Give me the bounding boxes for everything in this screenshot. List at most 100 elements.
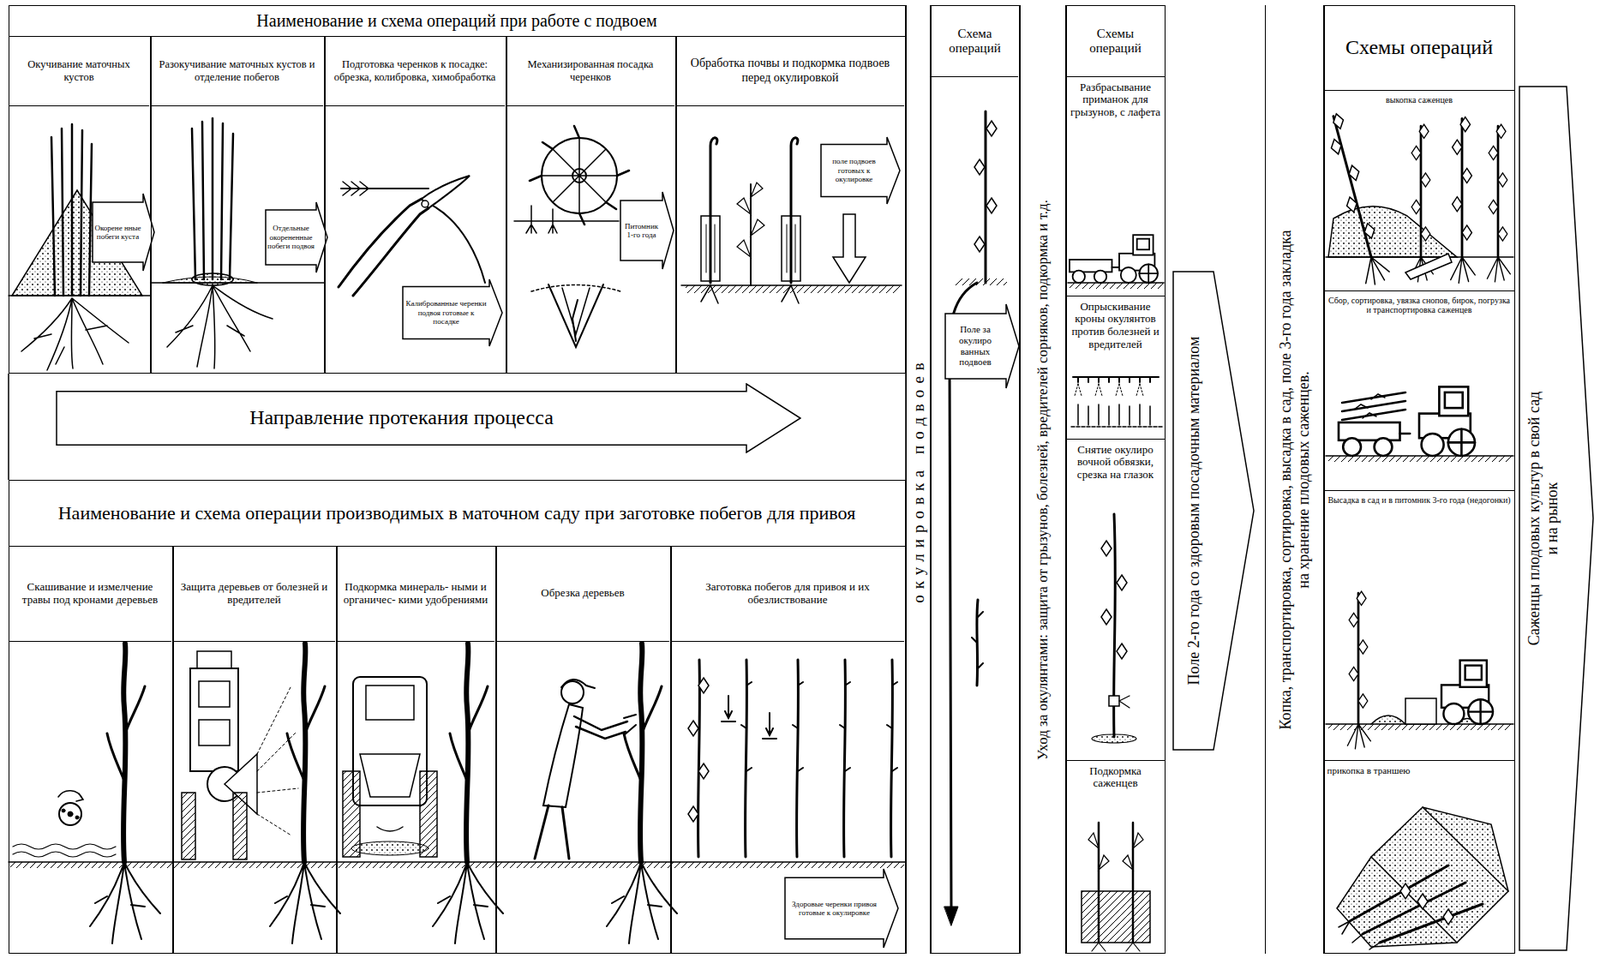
operation-column: Разокучивание маточных кустов и отделени…: [150, 35, 325, 374]
node-text: Копка, транспортировка, сортировка, выса…: [1276, 227, 1313, 733]
header-cell: Механизированная посадка черенков: [507, 36, 675, 107]
text-wrap: Заготовка побегов для привоя и их обезли…: [676, 581, 900, 607]
rootstock-field: [681, 137, 902, 304]
node-text: прикопка в траншею: [1327, 765, 1512, 777]
text-wrap: прикопка в траншею: [1327, 765, 1512, 777]
operation-column: Заготовка побегов для привоя и их обезли…: [671, 545, 906, 954]
text-wrap: Высадка в сад и в питомник 3-го года (не…: [1327, 495, 1512, 506]
node-text: Поле за окулиро ванных подвоев: [946, 323, 1005, 368]
vertical-band: Копка, транспортировка, сортировка, выса…: [1264, 5, 1325, 954]
text-wrap: Защита деревьев от болезней и вредителей: [178, 581, 331, 607]
node-text: Поле 2-го года со здоровым посадочным ма…: [1185, 309, 1204, 713]
operation-column: Подкормка минераль- ными и органичес- ки…: [336, 545, 497, 954]
text-wrap: Наименование и схема операций при работе…: [256, 11, 657, 31]
arrow-outline: [56, 383, 801, 453]
arrow-shape: [1172, 270, 1255, 751]
arrow-label: поле подвоев готовых к окулировке: [820, 136, 901, 205]
arrow-label: Окорене нные побеги куста: [91, 192, 156, 272]
operation-column: Обрезка деревьев: [496, 545, 672, 954]
arrow-outline: [265, 202, 328, 273]
arrow-body: Направление протекания процесса: [58, 391, 745, 445]
header-cell: Окучивание маточных кустов: [9, 36, 150, 107]
orchard-operations: [8, 643, 906, 944]
arrow-outline: [820, 137, 900, 204]
operation-cell: выкопка саженцев: [1324, 89, 1516, 291]
header-cell: Подкормка минераль- ными и органичес- ки…: [337, 546, 495, 642]
node-text: Здоровые черенки привоя готовые к окулир…: [786, 899, 882, 918]
node-text: Отдельные окорененные побеги подвоя: [267, 223, 315, 251]
section-panel: Наименование и схема операции производим…: [8, 479, 906, 954]
arrow-outline: [1173, 271, 1254, 750]
node-text: Опрыскивание кроны окулянтов против боле…: [1069, 300, 1163, 353]
header-cell: Заготовка побегов для привоя и их обезли…: [671, 546, 905, 642]
text-wrap: Здоровые черенки привоя готовые к окулир…: [786, 899, 882, 918]
text-wrap: Подкормка минераль- ными и органичес- ки…: [341, 581, 491, 607]
text-wrap: Отдельные окорененные побеги подвоя: [267, 223, 315, 251]
separated-shoots: [150, 118, 325, 369]
vertical-band: Уход за окулянтами: защита от грызунов, …: [1019, 5, 1067, 954]
text-wrap: Поле 2-го года со здоровым посадочным ма…: [1185, 309, 1204, 713]
text-wrap: Схема операций: [935, 26, 1014, 57]
text-wrap: Питомник 1-го года: [622, 221, 661, 240]
arrow-label: Питомник 1-го года: [619, 191, 675, 270]
frame-lines: [8, 373, 906, 480]
node-text: выкопка саженцев: [1327, 95, 1512, 106]
header-cell: Защита деревьев от болезней и вредителей: [173, 546, 336, 642]
header-cell: Обрезка деревьев: [497, 546, 670, 642]
node-text: Высадка в сад и в питомник 3-го года (не…: [1327, 495, 1512, 506]
arrow-outline: [1519, 86, 1594, 951]
text-wrap: Наименование и схема операции производим…: [58, 502, 857, 524]
arrow-label: Поле за окулиро ванных подвоев: [944, 303, 1020, 390]
node-text: Обрезка деревьев: [540, 587, 624, 600]
arrow-body: Калиброванные черенки подвоя готовые к п…: [404, 287, 488, 340]
arrow-body: поле подвоев готовых к окулировке: [822, 144, 886, 198]
node-text: Снятие окулиро вочной обвязки, срезка на…: [1069, 443, 1163, 483]
node-text: окулировка подвоев: [909, 17, 929, 941]
arrow-body: Отдельные окорененные побеги подвоя: [267, 209, 315, 265]
node-text: Схема операций: [935, 26, 1014, 57]
flow-arrow: Саженцы плодовых культур в свой сад и на…: [1518, 85, 1595, 952]
digging-operations: [1321, 111, 1514, 950]
text-wrap: Механизированная посадка черенков: [511, 58, 671, 84]
header-cell: Наименование и схема операций при работе…: [9, 5, 905, 37]
operation-cell: Высадка в сад и в питомник 3-го года (не…: [1324, 490, 1516, 761]
node-text: Защита деревьев от болезней и вредителей: [178, 581, 331, 607]
node-text: Механизированная посадка черенков: [511, 58, 671, 84]
text-wrap: Саженцы плодовых культур в свой сад и на…: [1525, 389, 1561, 648]
operation-column: Обработка почвы и подкормка подвоев пере…: [676, 35, 906, 374]
operation-cell: Подкормка саженцев: [1066, 760, 1166, 954]
node-text: Подкормка саженцев: [1069, 765, 1163, 792]
node-text: Скашивание и измелчение травы под кронам…: [13, 581, 168, 607]
care-operations: [1067, 234, 1164, 952]
text-wrap: Схемы операций: [1345, 35, 1493, 60]
arrow-body: Питомник 1-го года: [622, 200, 661, 261]
arrow-body: Поле за окулиро ванных подвоев: [946, 313, 1005, 379]
operation-column: Схемы операцийРазбрасывание приманок для…: [1066, 5, 1166, 954]
text-wrap: Уход за окулянтами: защита от грызунов, …: [1034, 17, 1052, 941]
operation-cell: Опрыскивание кроны окулянтов против боле…: [1066, 295, 1166, 439]
header-cell: Скашивание и измелчение травы под кронам…: [9, 546, 172, 642]
node-text: Разокучивание маточных кустов и отделени…: [155, 58, 319, 84]
operation-column: Защита деревьев от болезней и вредителей: [173, 545, 337, 954]
text-wrap: Разокучивание маточных кустов и отделени…: [155, 58, 319, 84]
node-text: Калиброванные черенки подвоя готовые к п…: [404, 299, 488, 326]
arrow-outline: [945, 304, 1019, 389]
header-cell: Обработка почвы и подкормка подвоев пере…: [677, 36, 905, 107]
node-text: Заготовка побегов для привоя и их обезли…: [676, 581, 900, 607]
header-cell: Наименование и схема операции производим…: [9, 480, 905, 547]
operation-cell: Снятие окулиро вочной обвязки, срезка на…: [1066, 438, 1166, 761]
operation-column: Схемы операцийвыкопка саженцевСбор, сорт…: [1324, 5, 1516, 954]
text-wrap: Снятие окулиро вочной обвязки, срезка на…: [1069, 443, 1163, 483]
arrow-outline: [92, 193, 155, 271]
text-wrap: Поле за окулиро ванных подвоев: [946, 323, 1005, 368]
node-text: Схемы операций: [1071, 26, 1160, 57]
text-wrap: Разбрасывание приманок для грызунов, с л…: [1069, 81, 1163, 120]
operation-cell: прикопка в траншею: [1324, 760, 1516, 954]
text-wrap: Подкормка саженцев: [1069, 765, 1163, 792]
text-wrap: Окорене нные побеги куста: [94, 223, 142, 242]
arrow-label: Здоровые черенки привоя готовые к окулир…: [784, 868, 899, 949]
text-wrap: окулировка подвоев: [909, 17, 929, 941]
node-text: Подкормка минераль- ными и органичес- ки…: [341, 581, 491, 607]
arrow-label: Калиброванные черенки подвоя готовые к п…: [401, 278, 504, 348]
